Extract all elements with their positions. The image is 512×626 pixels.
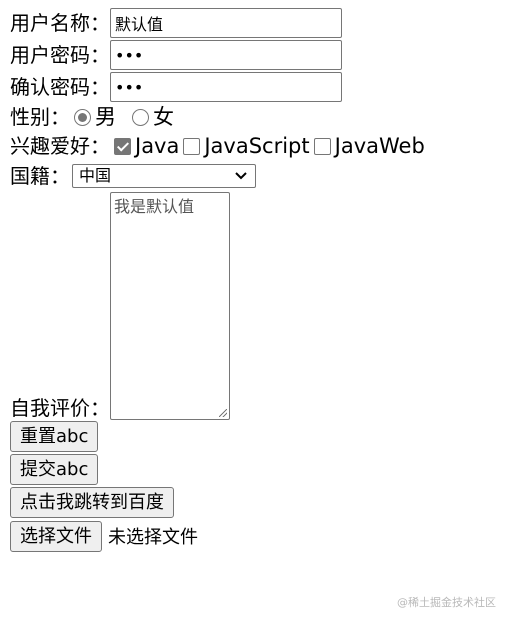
evaluation-row: 自我评价： 我是默认值 <box>10 192 502 420</box>
hobby-java-label: Java <box>135 134 180 158</box>
nationality-select[interactable]: 中国 <box>72 164 256 188</box>
confirm-password-label: 确认密码： <box>10 75 110 99</box>
hobby-javaweb-label: JavaWeb <box>334 134 425 158</box>
file-status: 未选择文件 <box>108 527 198 548</box>
watermark: @稀土掘金技术社区 <box>397 596 496 609</box>
reset-button[interactable]: 重置abc <box>10 421 99 452</box>
gender-row: 性别： 男 女 <box>10 102 502 132</box>
confirm-password-input[interactable] <box>110 72 342 102</box>
file-row: 选择文件 未选择文件 <box>10 520 502 552</box>
nationality-label: 国籍： <box>10 164 70 188</box>
hobby-javascript-checkbox[interactable] <box>183 137 201 155</box>
hobby-label: 兴趣爱好： <box>10 134 110 158</box>
submit-button[interactable]: 提交abc <box>10 454 99 485</box>
gender-male-radio[interactable] <box>74 108 91 126</box>
choose-file-button[interactable]: 选择文件 <box>10 520 102 552</box>
confirm-password-row: 确认密码： <box>10 72 502 102</box>
username-label: 用户名称： <box>10 11 110 35</box>
password-row: 用户密码： <box>10 40 502 70</box>
hobby-javascript-label: JavaScript <box>204 134 310 158</box>
username-input[interactable] <box>110 8 342 38</box>
submit-row: 提交abc <box>10 454 502 486</box>
evaluation-textarea[interactable]: 我是默认值 <box>110 192 230 420</box>
nationality-row: 国籍： 中国 <box>10 162 502 190</box>
jump-row: 点击我跳转到百度 <box>10 487 502 519</box>
gender-female-label: 女 <box>153 105 174 129</box>
hobby-javaweb-checkbox[interactable] <box>313 137 331 155</box>
gender-female-radio[interactable] <box>132 108 149 126</box>
password-input[interactable] <box>110 40 342 70</box>
gender-male-label: 男 <box>95 105 116 129</box>
registration-form: 用户名称： 用户密码： 确认密码： 性别： 男 女 兴趣爱好： Java Jav… <box>10 8 502 552</box>
gender-label: 性别： <box>10 105 70 129</box>
evaluation-text: 我是默认值 <box>114 197 195 216</box>
chevron-down-icon <box>235 170 247 182</box>
resize-grip-icon[interactable] <box>219 409 227 417</box>
nationality-selected: 中国 <box>79 166 112 185</box>
reset-row: 重置abc <box>10 421 502 453</box>
jump-to-baidu-button[interactable]: 点击我跳转到百度 <box>10 487 174 518</box>
password-label: 用户密码： <box>10 43 110 67</box>
hobby-java-checkbox[interactable] <box>114 137 131 155</box>
hobby-row: 兴趣爱好： Java JavaScript JavaWeb <box>10 132 502 160</box>
evaluation-label: 自我评价： <box>10 396 110 420</box>
username-row: 用户名称： <box>10 8 502 38</box>
